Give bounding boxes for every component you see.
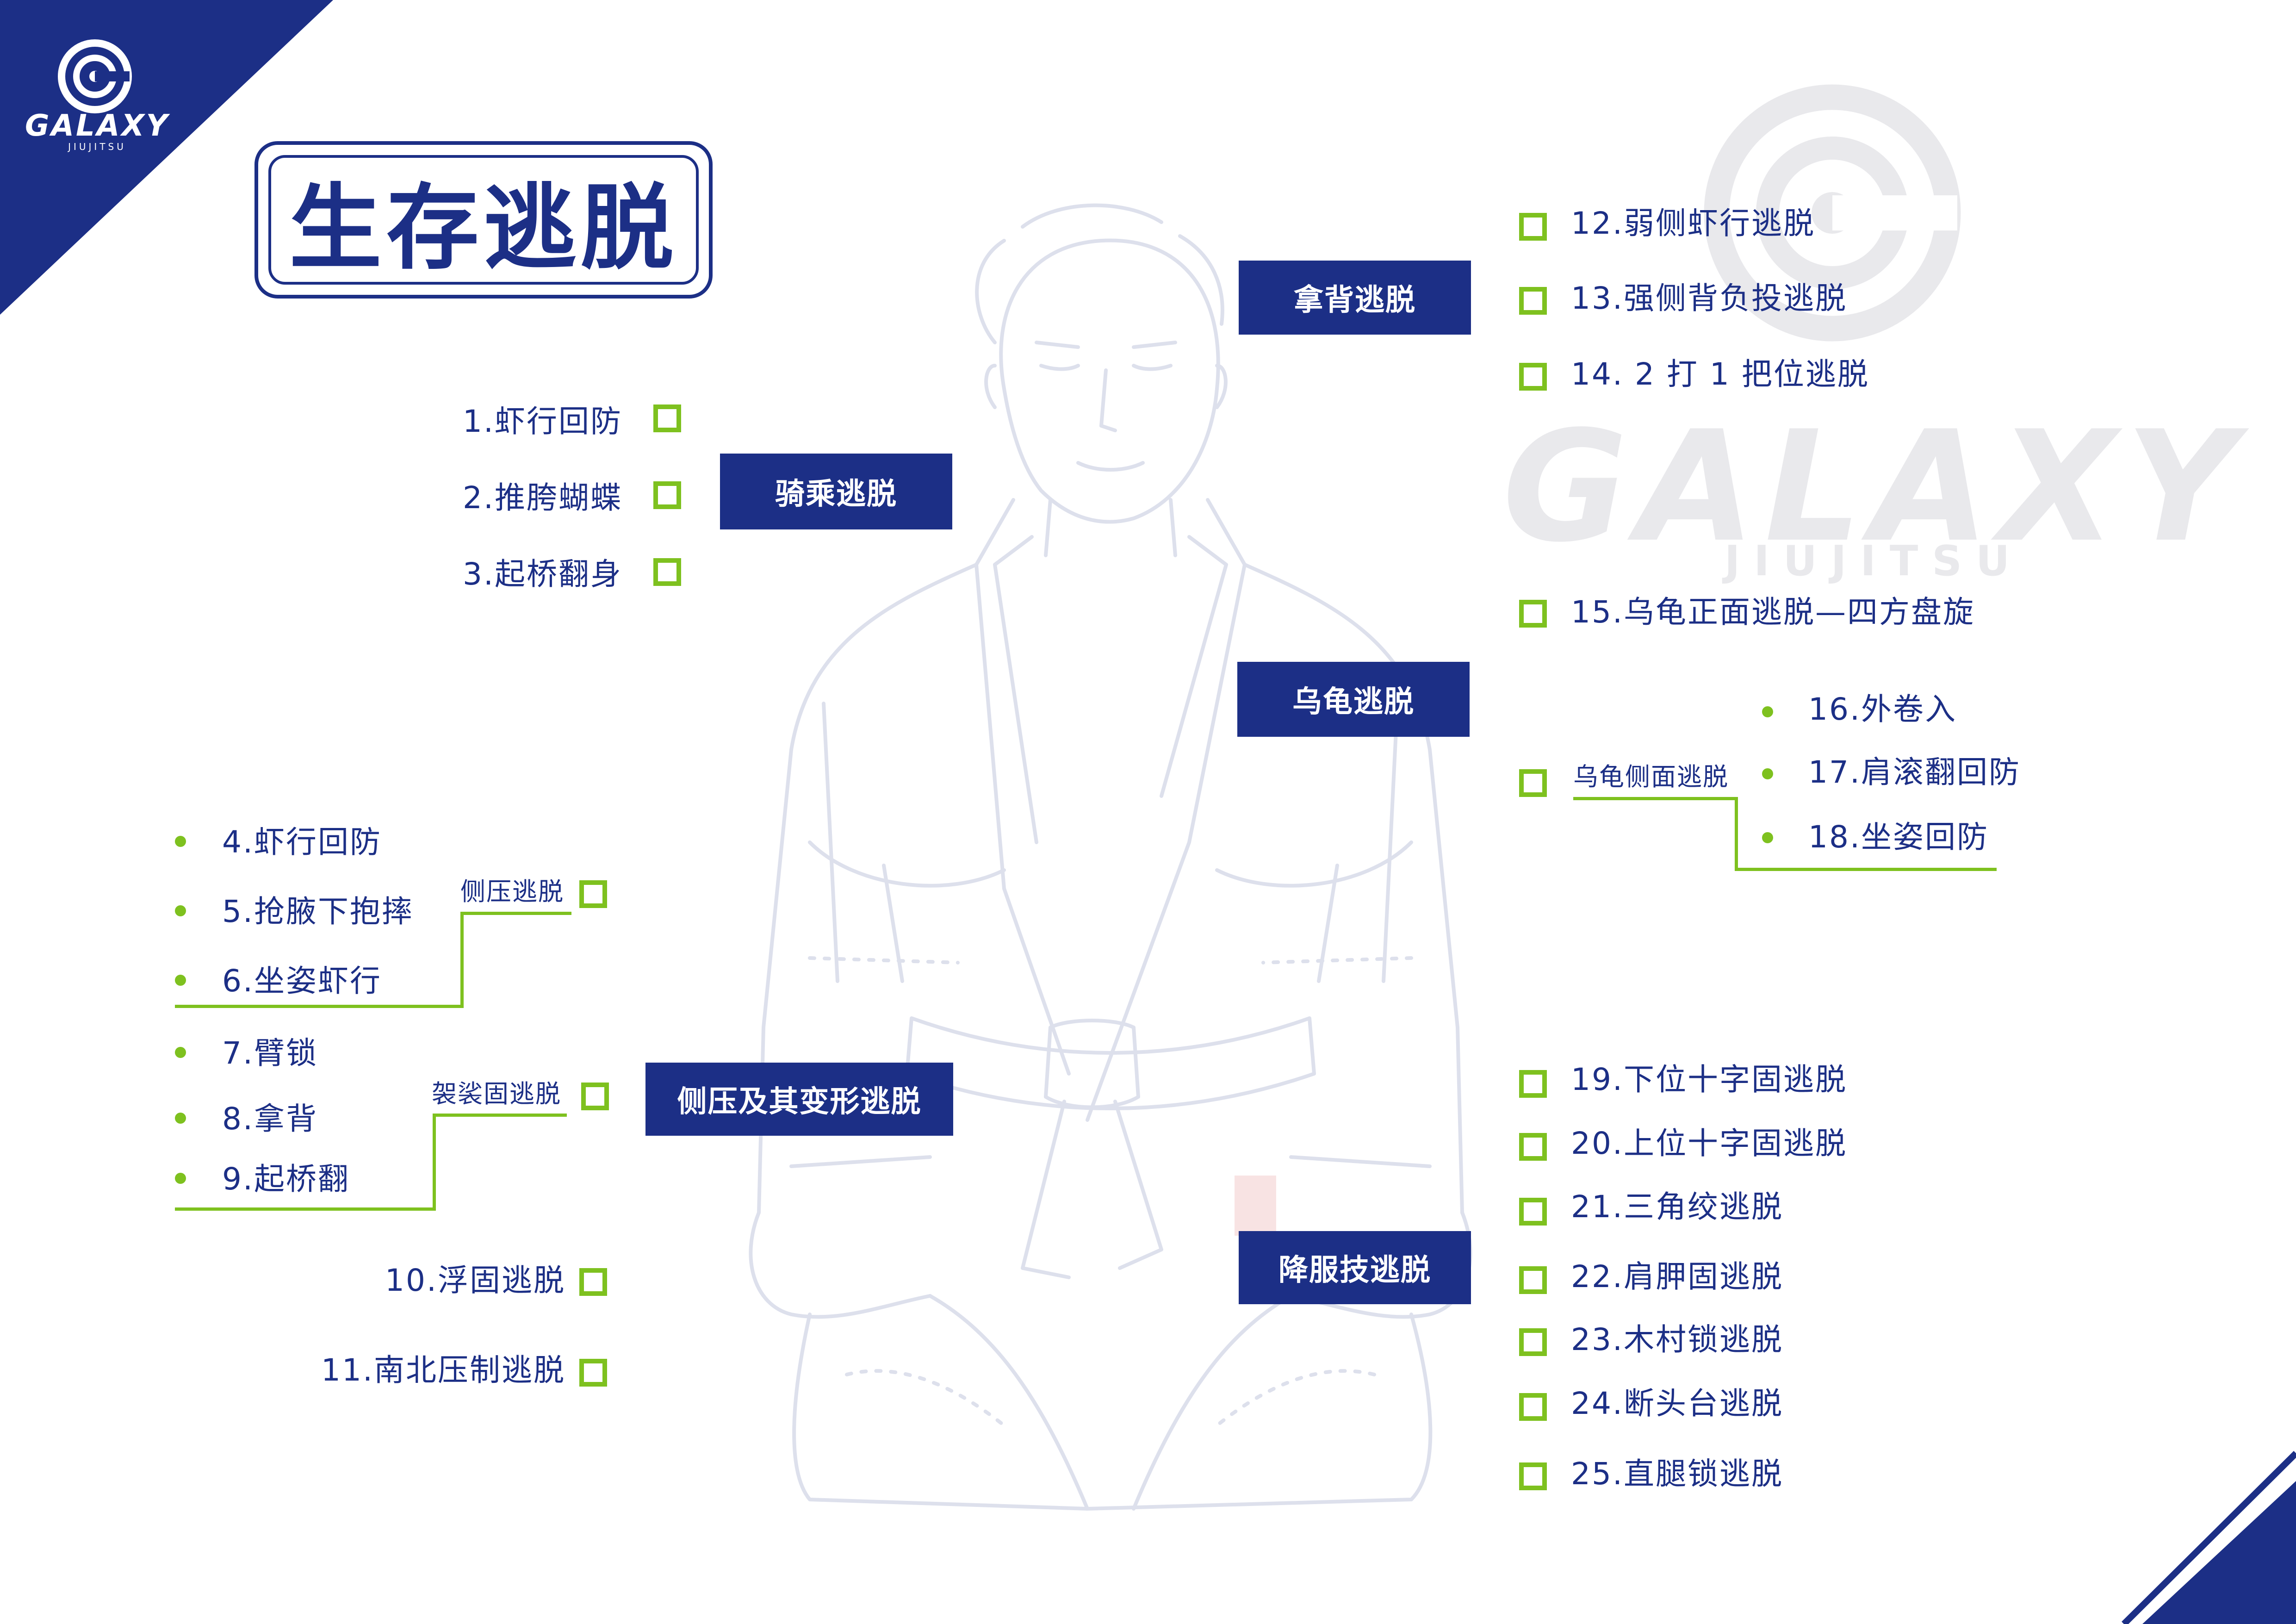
- list-item: 12.弱侧虾行逃脱: [1571, 208, 1815, 239]
- page-title: 生存逃脱: [268, 155, 699, 285]
- checkbox-icon[interactable]: [1519, 287, 1547, 315]
- list-item: 25.直腿锁逃脱: [1571, 1459, 1783, 1489]
- bullet-dot-icon: [175, 1173, 186, 1184]
- list-item: 14. 2 打 1 把位逃脱: [1571, 359, 1869, 390]
- connector-line: [460, 912, 571, 915]
- bullet-dot-icon: [175, 975, 186, 986]
- bottom-right-corner-stripes: [2110, 1449, 2296, 1624]
- connector-line: [1735, 868, 1997, 871]
- checkbox-icon[interactable]: [1519, 1328, 1547, 1356]
- group-label-turtle-side: 乌龟侧面逃脱: [1573, 765, 1729, 790]
- list-item: 8.拿背: [222, 1104, 318, 1134]
- checkbox-icon[interactable]: [1519, 600, 1547, 628]
- checkbox-icon[interactable]: [1519, 769, 1547, 797]
- connector-line: [433, 1114, 567, 1117]
- checkbox-icon[interactable]: [1519, 1393, 1547, 1421]
- list-item: 20.上位十字固逃脱: [1571, 1128, 1847, 1159]
- list-item: 3.起桥翻身: [463, 559, 622, 590]
- list-item: 22.肩胛固逃脱: [1571, 1262, 1783, 1292]
- checkbox-icon[interactable]: [1519, 1133, 1547, 1161]
- bullet-dot-icon: [1762, 832, 1773, 843]
- checkbox-icon[interactable]: [579, 880, 607, 908]
- list-item: 21.三角绞逃脱: [1571, 1192, 1783, 1222]
- connector-line: [460, 912, 464, 1008]
- list-item: 9.起桥翻: [222, 1164, 350, 1195]
- checkbox-icon[interactable]: [1519, 1070, 1547, 1098]
- category-back: 拿背逃脱: [1239, 261, 1471, 335]
- category-mount: 骑乘逃脱: [720, 454, 952, 529]
- checkbox-icon[interactable]: [653, 481, 681, 509]
- checkbox-icon[interactable]: [1519, 213, 1547, 241]
- list-item: 15.乌龟正面逃脱—四方盘旋: [1571, 597, 1975, 628]
- list-item: 5.抢腋下抱摔: [222, 896, 414, 927]
- brand-logo: GALAXY JIUJITSU: [9, 37, 185, 153]
- belt-tip-accent: [1235, 1176, 1276, 1236]
- logo-subtext: JIUJITSU: [9, 141, 185, 152]
- connector-line: [1573, 797, 1738, 800]
- list-item: 13.强侧背负投逃脱: [1571, 283, 1847, 314]
- title-frame: 生存逃脱: [254, 141, 713, 299]
- checkbox-icon[interactable]: [653, 404, 681, 432]
- list-item: 18.坐姿回防: [1808, 822, 1989, 852]
- bullet-dot-icon: [1762, 706, 1773, 717]
- logo-text: GALAXY: [9, 109, 185, 143]
- connector-line: [433, 1114, 436, 1211]
- bullet-dot-icon: [175, 905, 186, 916]
- category-turtle: 乌龟逃脱: [1237, 662, 1470, 737]
- category-side: 侧压及其变形逃脱: [645, 1063, 953, 1136]
- checkbox-icon[interactable]: [1519, 1266, 1547, 1294]
- bullet-dot-icon: [1762, 768, 1773, 779]
- list-item: 10.浮固逃脱: [385, 1265, 565, 1296]
- checkbox-icon[interactable]: [581, 1083, 609, 1110]
- category-submission: 降服技逃脱: [1239, 1231, 1471, 1304]
- list-item: 16.外卷入: [1808, 694, 1957, 725]
- checkbox-icon[interactable]: [579, 1359, 607, 1387]
- list-item: 17.肩滚翻回防: [1808, 757, 2021, 788]
- list-item: 6.坐姿虾行: [222, 966, 382, 996]
- list-item: 1.虾行回防: [463, 406, 622, 437]
- list-item: 7.臂锁: [222, 1038, 318, 1069]
- bullet-dot-icon: [175, 836, 186, 847]
- checkbox-icon[interactable]: [579, 1268, 607, 1296]
- swirl-logo-icon: [56, 37, 134, 116]
- watermark-subtext: JIUJITSU: [1481, 537, 2267, 585]
- grappler-illustration: [671, 148, 1550, 1518]
- list-item: 11.南北压制逃脱: [321, 1355, 565, 1386]
- checkbox-icon[interactable]: [1519, 363, 1547, 391]
- bullet-dot-icon: [175, 1047, 186, 1058]
- checkbox-icon[interactable]: [1519, 1462, 1547, 1490]
- connector-line: [1735, 797, 1738, 871]
- group-label-kesa: 袈裟固逃脱: [432, 1082, 561, 1107]
- connector-line: [175, 1207, 436, 1211]
- list-item: 19.下位十字固逃脱: [1571, 1064, 1847, 1095]
- checkbox-icon[interactable]: [653, 558, 681, 586]
- list-item: 24.断头台逃脱: [1571, 1388, 1783, 1419]
- watermark: GALAXY JIUJITSU: [1481, 74, 2267, 583]
- checkbox-icon[interactable]: [1519, 1198, 1547, 1226]
- list-item: 23.木村锁逃脱: [1571, 1325, 1783, 1355]
- list-item: 2.推胯蝴蝶: [463, 483, 622, 513]
- group-label-side-control: 侧压逃脱: [460, 879, 564, 904]
- connector-line: [175, 1005, 464, 1008]
- bullet-dot-icon: [175, 1113, 186, 1124]
- list-item: 4.虾行回防: [222, 827, 382, 858]
